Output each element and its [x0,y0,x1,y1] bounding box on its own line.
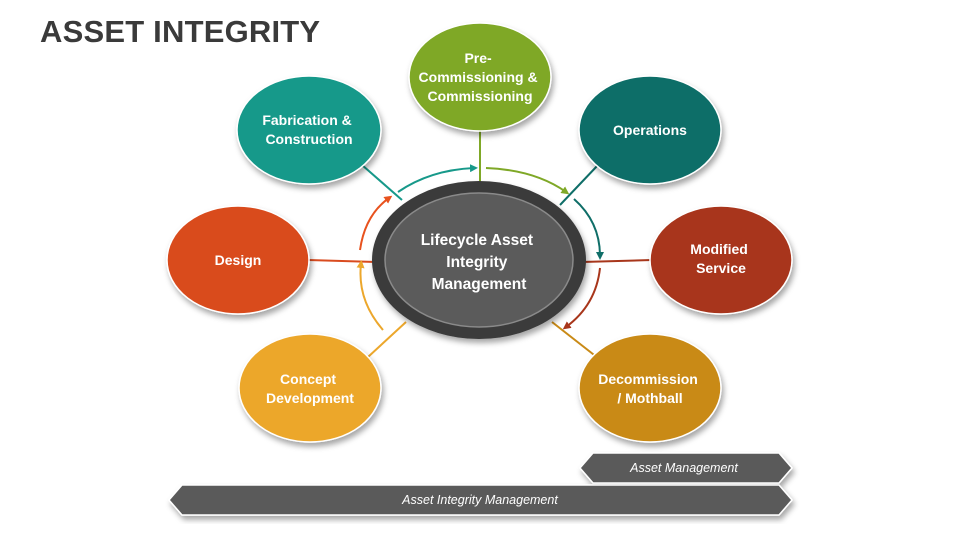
asset-management-label: Asset Management [629,461,738,475]
stage-precommissioning-shape [408,22,552,132]
flow-arrow-concept-design [356,260,384,331]
stage-design-shape [166,205,310,315]
asset-integrity-management-arrow-shape [168,484,793,516]
connector-modified [581,259,653,263]
stage-decommission-shape [578,333,722,443]
connector-decommission [551,321,599,359]
stage-operations-label: Operations [613,122,687,138]
stage-concept: Concept Development [238,333,382,443]
connector-lines [307,130,653,359]
flow-arrow-precommissioning-operations [485,167,570,195]
stage-fabrication-shape [236,75,382,185]
stage-precommissioning-label: Pre- Commissioning & Commissioning [419,50,542,104]
center-node-label: Lifecycle Asset Integrity Management [421,232,538,293]
connector-operations [559,164,599,206]
connector-fabrication [361,164,403,201]
stage-decommission-label: Decommission / Mothball [598,371,701,406]
stage-design-label: Design [215,252,262,268]
asset-management-arrow-shape [579,452,793,484]
stage-decommission: Decommission / Mothball [578,333,722,443]
connector-design [307,259,377,263]
stage-fabrication-label: Fabrication & Construction [262,112,355,147]
stage-concept-shape [238,333,382,443]
flow-arrows [356,164,604,331]
stage-modified-service-label: Modified Service [690,241,751,276]
asset-management-bar: Asset Management [579,452,793,484]
stage-fabrication: Fabrication & Construction [236,75,382,185]
asset-integrity-management-label: Asset Integrity Management [401,493,558,507]
stage-modified-service: Modified Service [649,205,793,315]
flow-arrow-operations-modified [573,198,604,260]
stage-design: Design [166,205,310,315]
stage-operations-shape [578,75,722,185]
page-title: ASSET INTEGRITY [40,14,321,49]
center-node-shape [384,192,574,328]
flow-arrow-modified-decommission [562,267,601,330]
stage-operations: Operations [578,75,722,185]
stage-precommissioning: Pre- Commissioning & Commissioning [408,22,552,132]
asset-integrity-management-bar: Asset Integrity Management [168,484,793,516]
connector-concept [367,321,407,358]
stage-concept-label: Concept Development [266,371,354,406]
flow-arrow-fabrication-precommissioning [397,164,478,193]
flow-arrow-design-fabrication [359,195,393,251]
stage-modified-service-shape [649,205,793,315]
center-node: Lifecycle Asset Integrity Management [372,181,586,339]
